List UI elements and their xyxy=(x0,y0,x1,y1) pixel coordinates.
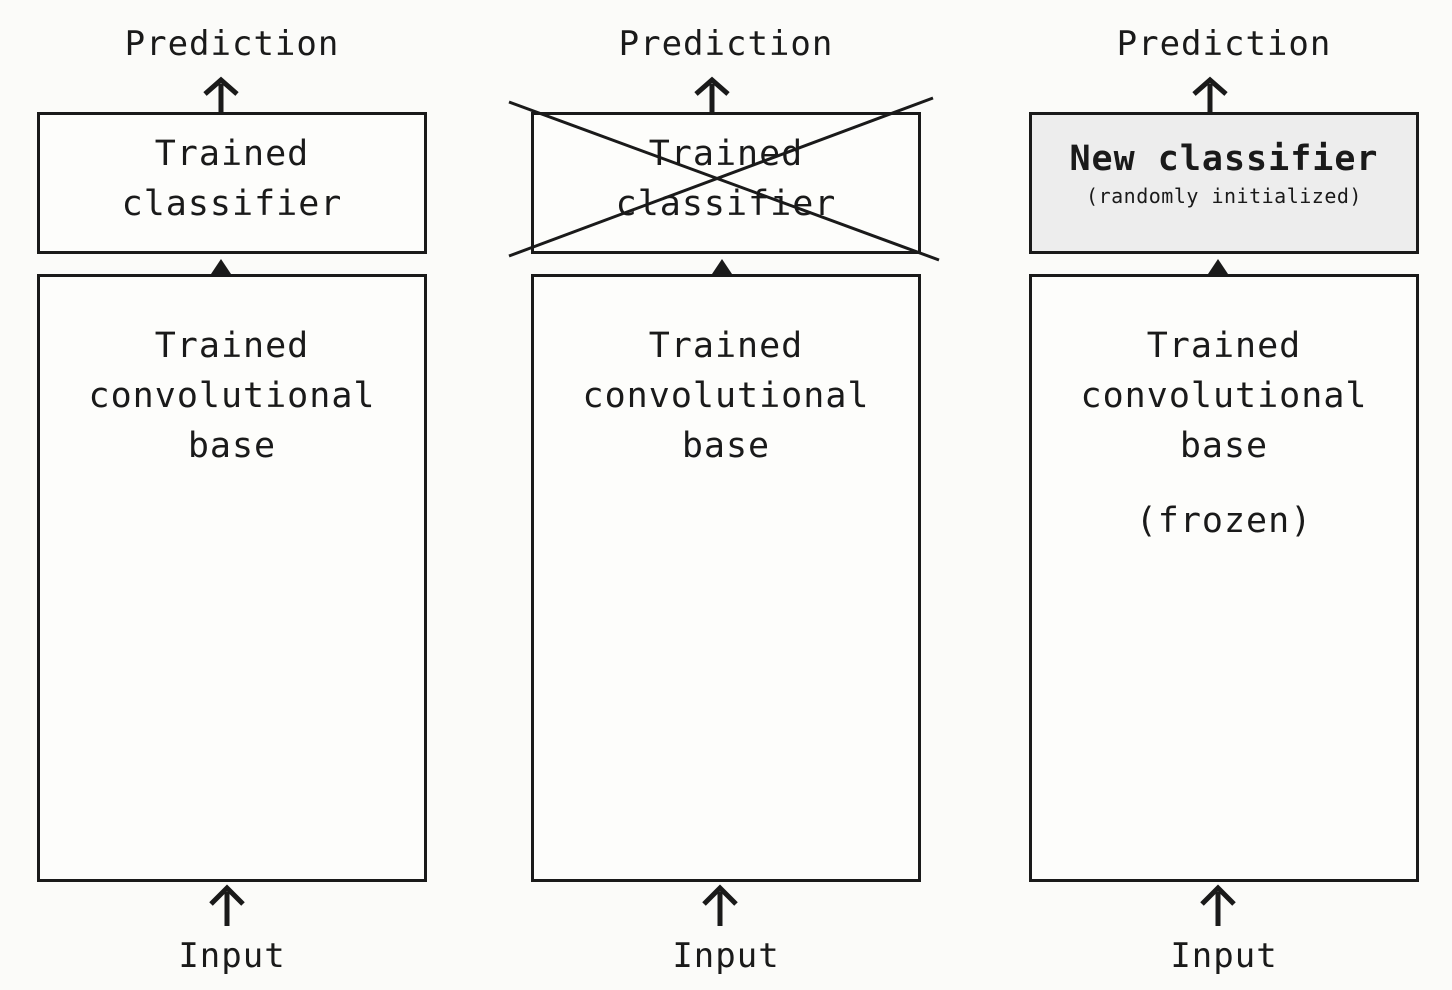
connector-triangle-icon xyxy=(1208,259,1228,274)
input-label: Input xyxy=(1170,936,1278,976)
conv-base-label: Trained convolutional base xyxy=(88,326,376,466)
prediction-label: Prediction xyxy=(1116,24,1332,64)
column-removed-classifier: Prediction Trained classifier Trained co… xyxy=(508,0,940,990)
connector-triangle-icon xyxy=(211,259,231,274)
new-classifier-subtitle: (randomly initialized) xyxy=(1086,184,1362,208)
prediction-label: Prediction xyxy=(618,24,834,64)
classifier-label-line-1: Trained xyxy=(154,134,310,174)
conv-base-box: Trained convolutional base (frozen) xyxy=(1029,274,1419,882)
arrow-up-icon xyxy=(702,884,738,926)
classifier-label: Trained classifier xyxy=(40,129,424,229)
classifier-label: Trained classifier xyxy=(534,129,918,229)
conv-base-label: Trained convolutional base xyxy=(582,326,870,466)
frozen-note: (frozen) xyxy=(1135,501,1313,541)
conv-base-box: Trained convolutional base xyxy=(37,274,427,882)
prediction-label: Prediction xyxy=(124,24,340,64)
classifier-label-line-2: classifier xyxy=(121,184,343,224)
input-label: Input xyxy=(672,936,780,976)
new-classifier-title: New classifier xyxy=(1069,139,1379,179)
arrow-up-icon xyxy=(1200,884,1236,926)
conv-base-label: Trained convolutional base xyxy=(1080,326,1368,466)
arrow-up-icon xyxy=(1192,76,1228,112)
new-classifier-box: New classifier (randomly initialized) xyxy=(1029,112,1419,254)
cross-out-icon xyxy=(508,96,940,262)
column-original-model: Prediction Trained classifier Trained co… xyxy=(37,0,427,990)
classifier-label-line-1: Trained xyxy=(648,134,804,174)
arrow-up-icon xyxy=(209,884,245,926)
conv-base-box: Trained convolutional base xyxy=(531,274,921,882)
connector-triangle-icon xyxy=(712,259,732,274)
arrow-up-icon xyxy=(203,76,239,112)
arrow-up-icon xyxy=(694,76,730,112)
trained-classifier-box: Trained classifier xyxy=(37,112,427,254)
input-label: Input xyxy=(178,936,286,976)
column-new-classifier: Prediction New classifier (randomly init… xyxy=(1029,0,1419,990)
